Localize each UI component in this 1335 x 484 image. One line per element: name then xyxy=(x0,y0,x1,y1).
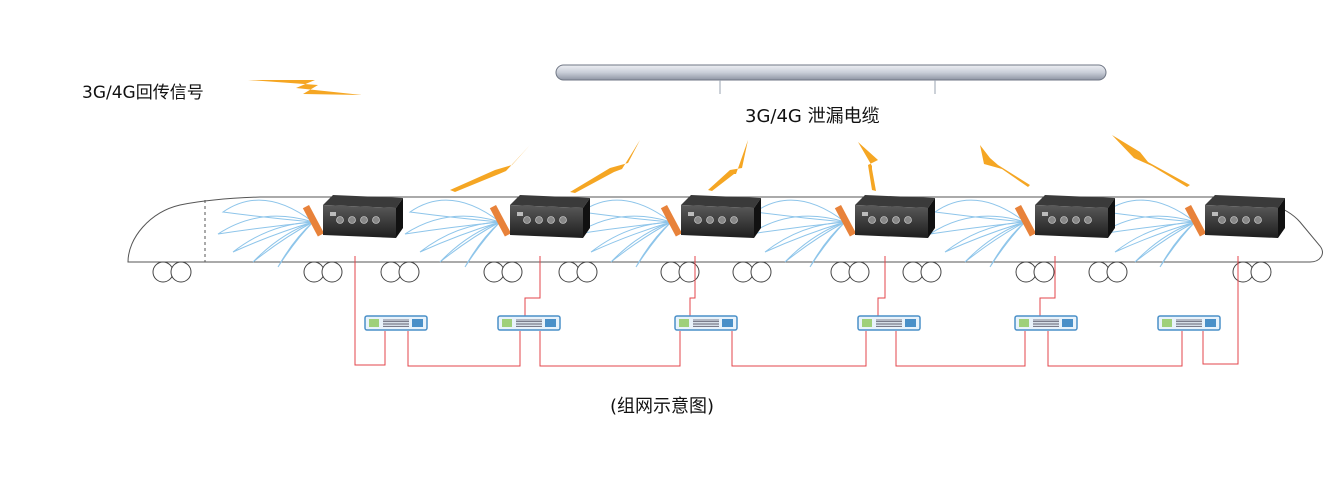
network-link xyxy=(524,256,541,316)
lightning-bolt-icon xyxy=(450,145,530,192)
router-box xyxy=(681,195,761,238)
network-link xyxy=(1039,256,1056,316)
wheel-pair xyxy=(483,261,523,283)
wheel-pair xyxy=(303,261,343,283)
cable-label: 3G/4G 泄漏电缆 xyxy=(745,106,880,127)
wheel-pair xyxy=(732,261,772,283)
lightning-bolt-icon xyxy=(858,142,878,191)
lightning-bolt-icon xyxy=(248,80,362,95)
diagram-caption: (组网示意图) xyxy=(610,396,715,417)
network-switch xyxy=(1157,315,1221,331)
wheel-pair xyxy=(902,261,942,283)
network-link xyxy=(731,331,867,367)
router-box xyxy=(323,195,403,238)
network-link xyxy=(407,331,521,367)
network-switches xyxy=(364,315,1221,331)
antenna-panel xyxy=(302,204,325,237)
antenna-panel xyxy=(1184,204,1207,237)
network-link xyxy=(895,331,1026,367)
antenna-waves xyxy=(217,199,314,268)
network-link xyxy=(1047,331,1183,367)
signal-bolts xyxy=(450,135,1190,193)
network-switch xyxy=(1014,315,1078,331)
lightning-bolt-icon xyxy=(570,140,640,193)
lightning-bolt-icon xyxy=(980,145,1030,187)
router-units xyxy=(323,195,1285,238)
network-link xyxy=(877,256,886,316)
antenna-panel xyxy=(660,204,683,237)
network-switch xyxy=(674,315,738,331)
antenna-waves xyxy=(1099,199,1196,268)
router-box xyxy=(1205,195,1285,238)
antenna-waves xyxy=(929,199,1026,268)
antenna-panel xyxy=(834,204,857,237)
antenna-waves xyxy=(749,199,846,268)
lightning-bolt-icon xyxy=(708,140,748,191)
wheel-pair xyxy=(660,261,700,283)
router-box xyxy=(855,195,935,238)
antenna-panel xyxy=(1014,204,1037,237)
lightning-bolt-icon xyxy=(1112,135,1190,187)
network-switch xyxy=(364,315,428,331)
wheel-pair xyxy=(380,261,420,283)
wheel-pair xyxy=(1088,261,1128,283)
wheel-pair xyxy=(830,261,870,283)
wheel-pair xyxy=(558,261,598,283)
network-switch xyxy=(857,315,921,331)
network-link xyxy=(1202,256,1239,365)
network-link xyxy=(689,256,696,316)
antenna-waves xyxy=(404,199,501,268)
router-box xyxy=(1035,195,1115,238)
train-wheels xyxy=(152,261,1272,283)
legend-label: 3G/4G回传信号 xyxy=(82,83,204,103)
network-link xyxy=(354,256,386,366)
leaky-cable xyxy=(555,64,1107,94)
wheel-pair xyxy=(152,261,192,283)
antenna-panel xyxy=(489,204,512,237)
wheel-pair xyxy=(1232,261,1272,283)
network-switch xyxy=(497,315,561,331)
antenna-coverage-waves xyxy=(217,199,1207,268)
network-link xyxy=(539,331,681,367)
network-links xyxy=(354,256,1239,367)
wheel-pair xyxy=(1015,261,1055,283)
antenna-waves xyxy=(575,199,672,268)
router-box xyxy=(510,195,590,238)
